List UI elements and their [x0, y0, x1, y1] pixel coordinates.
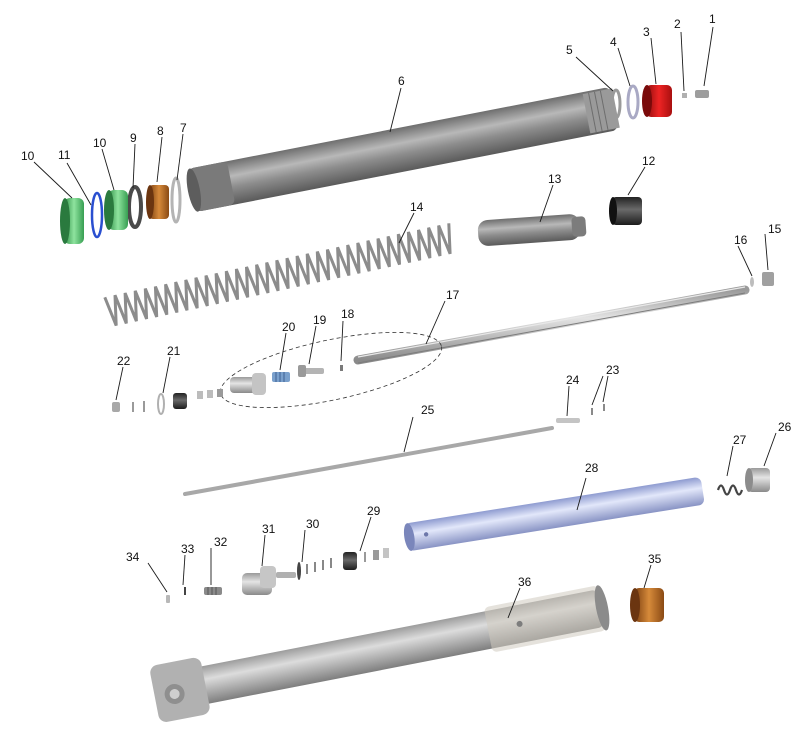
clip-part-23b — [603, 404, 605, 411]
label-part-23: 23 — [606, 363, 620, 377]
label-part-11: 11 — [58, 148, 71, 162]
ring-part-4 — [626, 84, 640, 120]
label-part-29: 29 — [367, 504, 381, 518]
label-part-9: 9 — [130, 131, 137, 145]
spring-part-27 — [716, 484, 744, 496]
label-part-4: 4 — [610, 35, 617, 49]
ring-part-7 — [170, 176, 182, 224]
cartridge-tube-part-28 — [403, 477, 705, 551]
clip-part-23a — [591, 408, 593, 415]
parts-layer — [60, 84, 774, 722]
valve-part-19 — [298, 365, 324, 377]
washer-part-16 — [750, 277, 754, 287]
nut-part-15 — [762, 272, 774, 286]
label-part-3: 3 — [643, 25, 650, 39]
main-spring-part-14 — [103, 223, 452, 327]
green-seal-part-10b — [104, 190, 128, 230]
label-part-28: 28 — [585, 461, 599, 475]
label-part-36: 36 — [518, 575, 532, 589]
leader-lines — [33, 26, 777, 619]
piston-part-12 — [609, 197, 642, 225]
clip-part-33 — [184, 587, 186, 595]
cap-part-26 — [745, 468, 770, 492]
label-part-17: 17 — [446, 288, 460, 302]
part-number-labels: 1 2 3 4 5 6 7 8 9 10 11 10 12 13 14 15 1… — [21, 12, 792, 589]
thin-rod-part-25 — [183, 426, 554, 496]
label-part-26: 26 — [778, 420, 792, 434]
label-part-14: 14 — [410, 200, 424, 214]
label-part-5: 5 — [566, 43, 573, 57]
label-part-16: 16 — [734, 233, 748, 247]
label-part-25: 25 — [421, 403, 435, 417]
label-part-22: 22 — [117, 354, 131, 368]
screw-part-1 — [695, 90, 709, 98]
label-part-2: 2 — [674, 17, 681, 31]
needle-part-24 — [556, 418, 580, 423]
ring-part-5 — [610, 88, 622, 120]
label-part-32: 32 — [214, 535, 228, 549]
green-seal-part-10a — [60, 198, 84, 244]
assembly-group-outline — [219, 332, 443, 408]
washer-part-34 — [166, 595, 170, 603]
o-ring-part-11 — [90, 191, 104, 239]
valve-stack-part-29 — [306, 548, 389, 574]
label-part-30: 30 — [306, 517, 320, 531]
label-part-33: 33 — [181, 542, 195, 556]
label-part-6: 6 — [398, 74, 405, 88]
label-part-20: 20 — [282, 320, 296, 334]
label-part-7: 7 — [180, 121, 187, 135]
disc-part-30 — [297, 562, 301, 580]
bushing-part-35 — [630, 588, 664, 622]
bushing-part-8 — [146, 185, 169, 219]
label-part-35: 35 — [648, 552, 662, 566]
label-part-21: 21 — [167, 344, 181, 358]
label-part-15: 15 — [768, 222, 782, 236]
small-spring-part-20 — [272, 372, 290, 382]
label-part-12: 12 — [642, 154, 656, 168]
outer-tube-part-6 — [186, 87, 620, 212]
label-part-10a: 10 — [21, 149, 35, 163]
label-part-19: 19 — [313, 313, 327, 327]
label-part-8: 8 — [157, 124, 164, 138]
clip-part-18 — [340, 365, 343, 371]
seal-ring-part-9 — [127, 185, 143, 229]
cylinder-part-13 — [477, 214, 587, 246]
valve-stack-part-21-22 — [112, 389, 223, 415]
label-part-18: 18 — [341, 307, 355, 321]
label-part-24: 24 — [566, 373, 580, 387]
bolt-part-32 — [204, 587, 222, 595]
label-part-10b: 10 — [93, 136, 107, 150]
label-part-31: 31 — [262, 522, 276, 536]
label-part-1: 1 — [709, 12, 716, 26]
label-part-27: 27 — [733, 433, 747, 447]
piston-body — [230, 373, 266, 395]
red-cap-part-3 — [642, 85, 672, 117]
rod-part-17 — [353, 285, 750, 365]
label-part-13: 13 — [548, 172, 562, 186]
label-part-34: 34 — [126, 550, 140, 564]
lower-leg-part-36 — [150, 585, 610, 722]
base-valve-part-31 — [242, 566, 296, 595]
pin-part-2 — [682, 93, 687, 98]
